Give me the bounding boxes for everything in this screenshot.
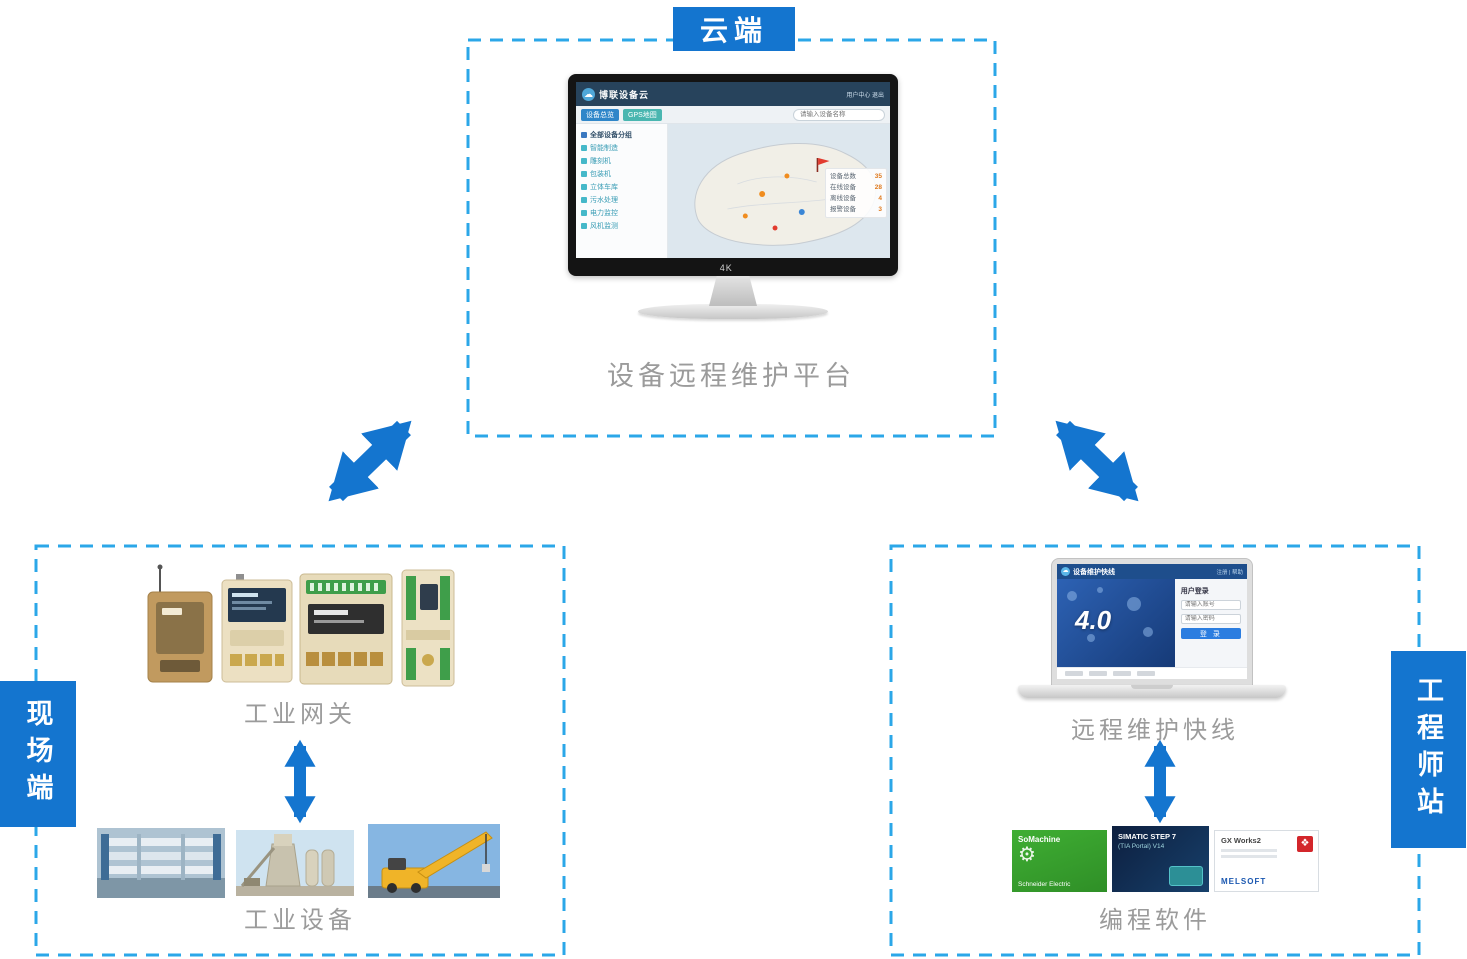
cloud-zone-label: 云端 (673, 7, 795, 51)
software-card-schneider: SoMachine ⚙ Schneider Electric (1012, 830, 1107, 892)
tree-item: 电力监控 (581, 206, 662, 219)
platform-header-links: 用户中心 退出 (846, 92, 884, 99)
partner-logo (1137, 671, 1155, 676)
software-vendor: MELSOFT (1221, 877, 1267, 886)
password-field (1180, 614, 1241, 624)
device-icon (581, 157, 587, 164)
industrial-gateways-image (140, 560, 460, 697)
monitor-bezel: ☁ 博联设备云 用户中心 退出 设备总览 GPS地图 全部设备分组 智能制造 雕… (568, 74, 898, 276)
software-name: SoMachine (1018, 835, 1061, 844)
equipment-photo-batching (236, 830, 354, 901)
laptop-base (1018, 685, 1286, 698)
gateway-caption: 工业网关 (244, 701, 356, 728)
login-panel: 用户登录 登 录 (1174, 579, 1247, 667)
cloud-caption: 设备远程维护平台 (607, 361, 855, 391)
monitor-brand-logo: 4K (719, 263, 733, 273)
folder-icon (581, 222, 587, 229)
platform-header: ☁ 博联设备云 用户中心 退出 (576, 82, 890, 106)
device-icon (581, 183, 587, 190)
platform-toolbar: 设备总览 GPS地图 (576, 106, 890, 124)
tree-item: 智能制造 (581, 141, 662, 154)
software-caption: 编程软件 (1099, 907, 1211, 934)
software-vendor: Schneider Electric (1018, 881, 1071, 888)
field-zone-label: 现场端 (0, 681, 76, 827)
engineer-zone-label: 工程师站 (1391, 651, 1466, 848)
platform-brand: 博联设备云 (599, 89, 650, 100)
device-search-input (793, 108, 885, 121)
express-brand: 设备维护快线 (1073, 568, 1115, 576)
device-tree-sidebar: 全部设备分组 智能制造 雕刻机 包装机 立体车库 污水处理 电力监控 风机监测 (576, 124, 668, 258)
cloud-field-link-arrow (328, 420, 412, 502)
tree-item: 立体车库 (581, 180, 662, 193)
tree-item: 包装机 (581, 167, 662, 180)
folder-icon (581, 196, 587, 203)
tab-gps-map: GPS地图 (623, 108, 662, 121)
express-logo-icon: ☁ (1061, 567, 1070, 576)
laptop-notch (1131, 685, 1173, 689)
login-button: 登 录 (1180, 628, 1241, 639)
platform-body: 全部设备分组 智能制造 雕刻机 包装机 立体车库 污水处理 电力监控 风机监测 (576, 124, 890, 258)
folder-icon (581, 131, 587, 138)
device-icon (581, 170, 587, 177)
cloud-logo-icon: ☁ (582, 87, 595, 101)
equipment-photo-plant (97, 828, 225, 903)
partner-logo (1065, 671, 1083, 676)
tree-item: 全部设备分组 (581, 128, 662, 141)
express-header-links: 注册 | 帮助 (1216, 569, 1244, 576)
tree-item: 风机监测 (581, 219, 662, 232)
equipment-photo-crane (368, 824, 500, 903)
login-title: 用户登录 (1180, 588, 1209, 595)
username-field (1180, 600, 1241, 610)
monitor-screen: ☁ 博联设备云 用户中心 退出 设备总览 GPS地图 全部设备分组 智能制造 雕… (576, 82, 890, 258)
partner-logo (1089, 671, 1107, 676)
express-header: ☁ 设备维护快线 注册 | 帮助 (1057, 564, 1247, 579)
laptop-screen-bezel: ☁ 设备维护快线 注册 | 帮助 4.0 用户登录 (1051, 558, 1253, 686)
software-card-melsoft: GX Works2 ❖ MELSOFT (1214, 830, 1319, 892)
partner-logo (1113, 671, 1131, 676)
hero-banner: 4.0 (1057, 579, 1175, 667)
tree-item: 雕刻机 (581, 154, 662, 167)
laptop-screen: ☁ 设备维护快线 注册 | 帮助 4.0 用户登录 (1057, 564, 1247, 679)
mitsubishi-logo-icon: ❖ (1297, 836, 1313, 852)
equipment-caption: 工业设备 (244, 907, 356, 934)
hero-headline: 4.0 (1075, 605, 1112, 635)
cloud-engineer-link-arrow (1055, 420, 1139, 502)
platform-monitor: ☁ 博联设备云 用户中心 退出 设备总览 GPS地图 全部设备分组 智能制造 雕… (568, 74, 898, 319)
express-body: 4.0 用户登录 登 录 (1057, 579, 1247, 667)
software-card-siemens: SIMATIC STEP 7 (TIA Portal) V14 (1112, 826, 1209, 892)
software-version: (TIA Portal) V14 (1118, 843, 1165, 850)
folder-icon (581, 209, 587, 216)
tab-device-overview: 设备总览 (581, 108, 619, 121)
tree-item: 污水处理 (581, 193, 662, 206)
express-caption: 远程维护快线 (1071, 717, 1239, 744)
monitor-stand-base (638, 304, 828, 319)
software-name: SIMATIC STEP 7 (1118, 832, 1177, 841)
gear-icon: ⚙ (1018, 844, 1036, 866)
plc-device-icon (1169, 866, 1203, 886)
folder-icon (581, 144, 587, 151)
express-footer (1057, 667, 1247, 679)
monitor-stand-neck (709, 276, 757, 306)
maintenance-laptop: ☁ 设备维护快线 注册 | 帮助 4.0 用户登录 (1018, 558, 1286, 698)
